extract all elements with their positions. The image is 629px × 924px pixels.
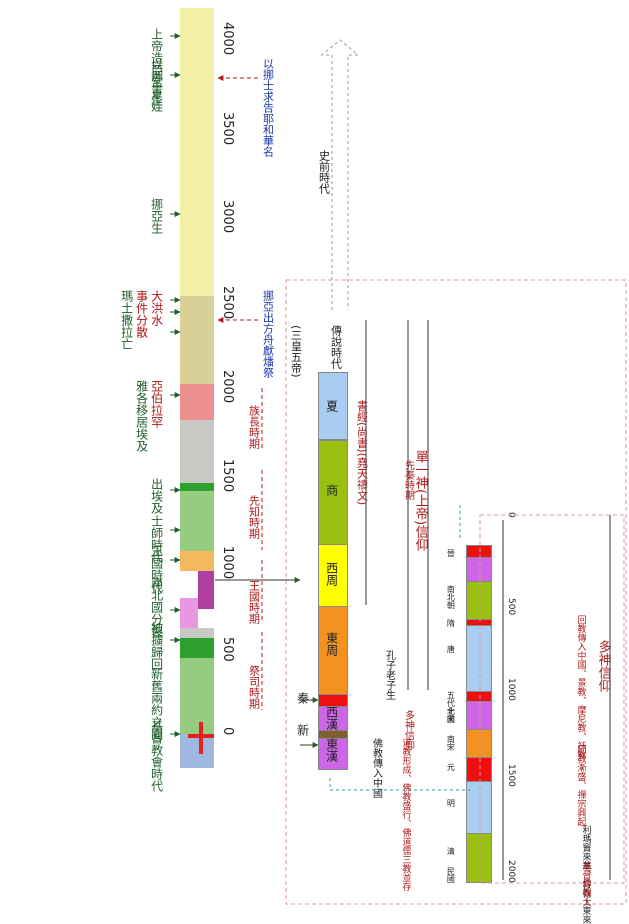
seg-orange <box>180 551 214 571</box>
seg-tan <box>180 296 214 384</box>
r-tick-0: 0 <box>506 512 516 518</box>
seg-green2 <box>180 658 214 734</box>
dyn-tang: 唐 <box>446 645 456 653</box>
label-exodus: 出埃及 <box>149 478 164 514</box>
seg-blue <box>180 734 214 768</box>
tick-4000: 4000 <box>220 22 235 56</box>
seg-yellow <box>180 8 214 296</box>
label-divided: 南北國分裂 <box>149 577 164 637</box>
r-tick-1500: 1500 <box>506 764 516 787</box>
dyn-xin: 新 <box>295 724 310 736</box>
cross-vertical <box>199 722 203 754</box>
note-sage-king: 族長時期 <box>247 405 261 449</box>
note-late-stage: 先秦時期 <box>402 460 414 500</box>
dyn-eastern-zhou: 東周 <box>324 632 339 656</box>
seg-dgreen2 <box>180 638 214 658</box>
seg-lpink <box>180 598 198 628</box>
label-scatter: 事件分散 <box>134 290 149 338</box>
seg-green1 <box>180 491 214 551</box>
cross-horizontal <box>188 734 214 738</box>
label-kingdom: 王國時代 <box>149 545 164 593</box>
note-confucius: 孔子老子生 <box>383 650 395 700</box>
note-multi-god-right: 多神信仰 <box>595 640 611 692</box>
dyn-qing: 清 <box>446 847 456 855</box>
tick-2000: 2000 <box>220 370 235 404</box>
note-prehistoric: 史前時代 <box>317 150 331 194</box>
tick-2500: 2500 <box>220 286 235 320</box>
r-tick-500: 500 <box>506 598 516 616</box>
seg-magenta <box>198 571 214 609</box>
dyn-yuan: 元 <box>446 763 456 771</box>
label-enos: 以挪士生 <box>149 58 164 106</box>
tick-3000: 3000 <box>220 200 235 234</box>
tick-1000: 1000 <box>220 546 235 580</box>
label-intertestament: 新舊兩約之間 <box>149 668 164 740</box>
note-kings: 王國時期 <box>247 580 261 624</box>
tick-3500: 3500 <box>220 112 235 146</box>
note-right2: 回教漸盛、禪宗興起 <box>575 745 586 826</box>
note-one-god: 單一神(上帝)信仰 <box>412 450 428 552</box>
tick-1500: 1500 <box>220 459 235 493</box>
dyn-ming: 明 <box>446 799 456 807</box>
note-right4: 基督教傳入 <box>580 862 591 907</box>
label-methuselah: 瑪土撒拉亡 <box>119 290 134 350</box>
dyn-nanbei: 南北朝 <box>446 585 456 609</box>
dyn-xia: 夏 <box>324 400 339 412</box>
seg-pink <box>180 384 214 420</box>
label-return: 被擄歸回 <box>149 622 164 670</box>
dyn-jin: 晉 <box>446 549 456 557</box>
label-judges: 士師時代 <box>149 515 164 563</box>
dyn-western-zhou: 西周 <box>324 562 339 586</box>
seg-dgreen1 <box>180 483 214 491</box>
r-tick-2000: 2000 <box>506 860 516 883</box>
tick-500: 500 <box>220 637 235 662</box>
dyn-sui: 隋 <box>446 619 456 627</box>
r-tick-1000: 1000 <box>506 678 516 701</box>
dyn-qin: 秦 <box>295 692 310 704</box>
middle-dynasty-bar: 夏 商 西周 東周 秦 西漢 新 東漢 <box>296 372 348 772</box>
note-prophets: 先知時期 <box>247 495 261 539</box>
note-legend: 傳說時代 <box>329 325 343 369</box>
dyn-nansong: 南宋 <box>446 735 456 751</box>
right-dynasty-bar: 晉 南北朝 隋 唐 五代十國 北宋 南宋 元 明 清 民國 <box>446 545 492 883</box>
label-abraham: 亞伯拉罕 <box>149 380 164 428</box>
note-right1: 回教傳入中國、景教、摩尼教、祆教 <box>575 615 586 759</box>
label-creation: 上帝造亞當夏娃 <box>149 28 164 112</box>
note-priests: 祭司時期 <box>247 665 261 709</box>
label-jacob: 雅各移居埃及 <box>134 380 149 452</box>
left-timeline-bar <box>180 8 214 768</box>
label-church: 基督教會時代 <box>149 720 164 792</box>
dyn-western-han: 西漢 <box>324 706 339 730</box>
label-noah: 挪亞生 <box>149 198 164 234</box>
dyn-minguo: 民國 <box>446 867 456 883</box>
note-enos: 以挪士求告耶和華名 <box>261 58 275 157</box>
note-shangdi-book: 書經(尚書)(堯天禱文) <box>355 400 369 506</box>
note-noah: 挪亞出方舟獻燔祭 <box>261 290 275 378</box>
dyn-beisong: 北宋 <box>446 707 456 723</box>
label-flood: 大洪水 <box>149 290 164 326</box>
seg-gray <box>180 420 214 483</box>
dyn-eastern-han: 東漢 <box>324 738 339 762</box>
dyn-shang: 商 <box>324 484 339 496</box>
seg-gray2 <box>180 628 214 638</box>
note-three-five: (三皇五帝) <box>289 325 303 378</box>
note-han: 道教形成、佛教盛行、佛道儒三教並存 <box>400 738 411 891</box>
note-hundred-schools: 佛教傳入中國 <box>370 738 382 798</box>
tick-0: 0 <box>220 727 235 736</box>
